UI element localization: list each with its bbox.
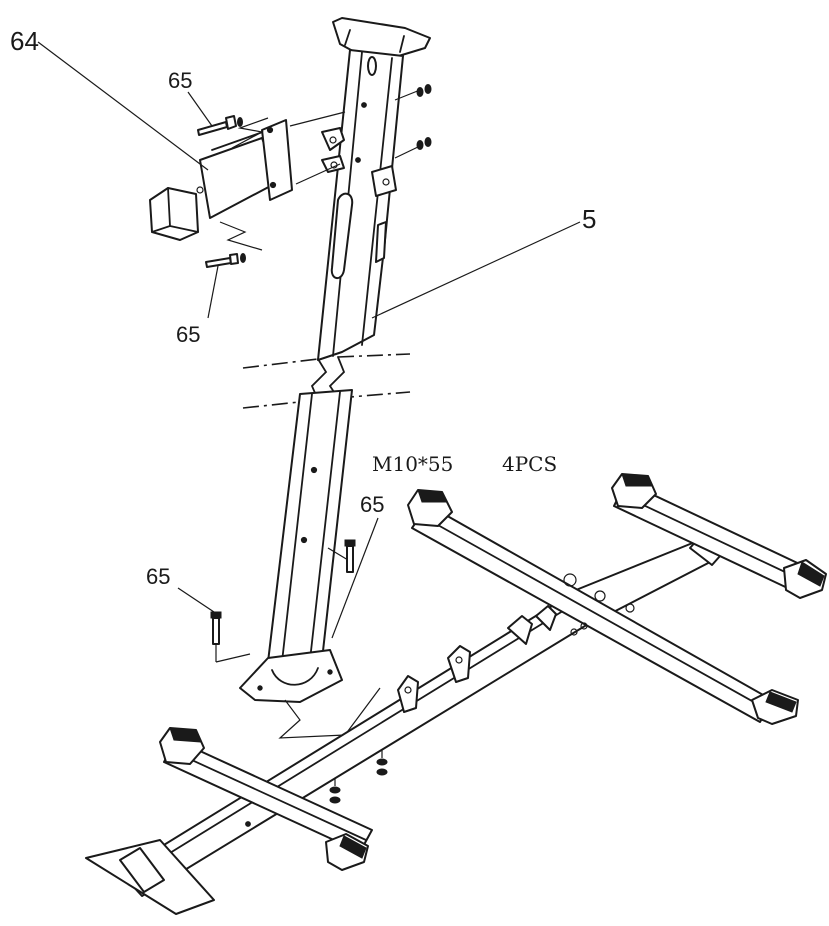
label-bolt-65-mid: 65	[176, 322, 201, 347]
leader-lines	[37, 41, 581, 639]
label-bolt-65-base-left: 65	[146, 564, 171, 589]
assembly-lines	[289, 89, 421, 561]
arm-assembly	[149, 117, 293, 251]
bolt-spec-label: M10*55	[372, 452, 454, 476]
base-frame	[85, 473, 827, 915]
label-bolt-65-top: 65	[168, 68, 193, 93]
upright-post	[215, 17, 431, 739]
label-bolt-65-base-right: 65	[360, 492, 385, 517]
label-part-64: 64	[10, 26, 39, 56]
quantity-label: 4PCS	[502, 452, 558, 476]
label-part-5: 5	[582, 204, 597, 234]
